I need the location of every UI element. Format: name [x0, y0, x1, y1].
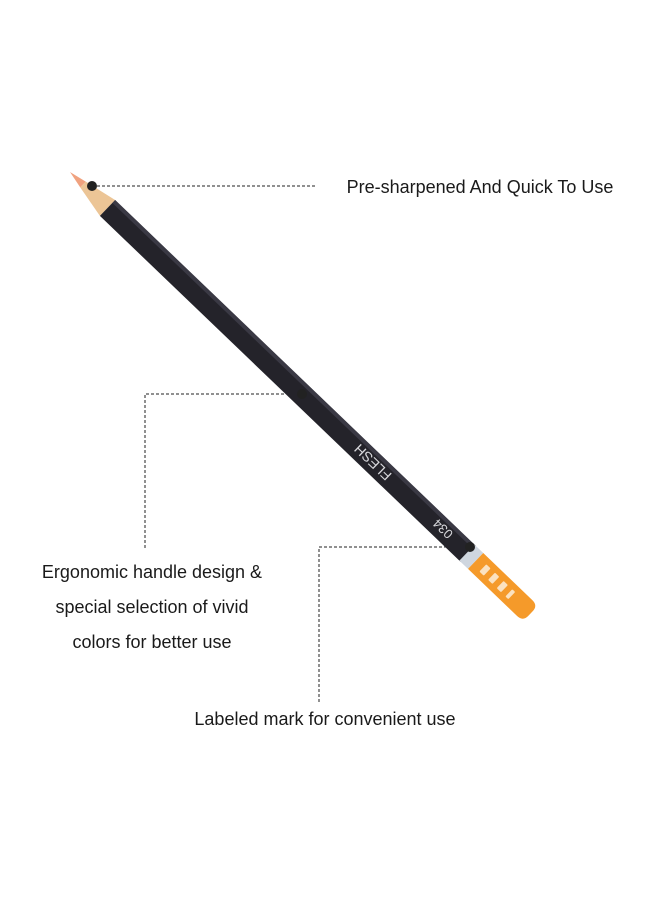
- callout-ergonomic-handle: Ergonomic handle design & special select…: [0, 555, 304, 660]
- pencil: FLESH 034: [70, 172, 536, 619]
- callout-handle-line-3: colors for better use: [72, 632, 232, 652]
- pencil-lead: [70, 172, 86, 188]
- callout-labeled-mark: Labeled mark for convenient use: [150, 702, 500, 737]
- pencil-wood: [80, 181, 116, 216]
- pencil-ferrule: [459, 544, 484, 569]
- handle-leader-line: [144, 393, 302, 548]
- callout-labeled-mark-text: Labeled mark for convenient use: [194, 709, 456, 729]
- callout-pre-sharpened-text: Pre-sharpened And Quick To Use: [346, 177, 614, 197]
- tip-dot: [87, 181, 97, 191]
- callout-pre-sharpened: Pre-sharpened And Quick To Use: [300, 170, 660, 205]
- pencil-body: [99, 200, 477, 563]
- callout-dots: [87, 181, 475, 552]
- handle-dot: [297, 389, 307, 399]
- callout-handle-line-2: special selection of vivid: [55, 597, 249, 617]
- callout-lines: [92, 185, 470, 702]
- label-leader-line: [318, 546, 470, 702]
- label-dot: [465, 542, 475, 552]
- callout-handle-line-1: Ergonomic handle design &: [41, 562, 263, 582]
- cap-label-mark: [479, 564, 515, 599]
- pencil-body-highlight: [112, 200, 477, 550]
